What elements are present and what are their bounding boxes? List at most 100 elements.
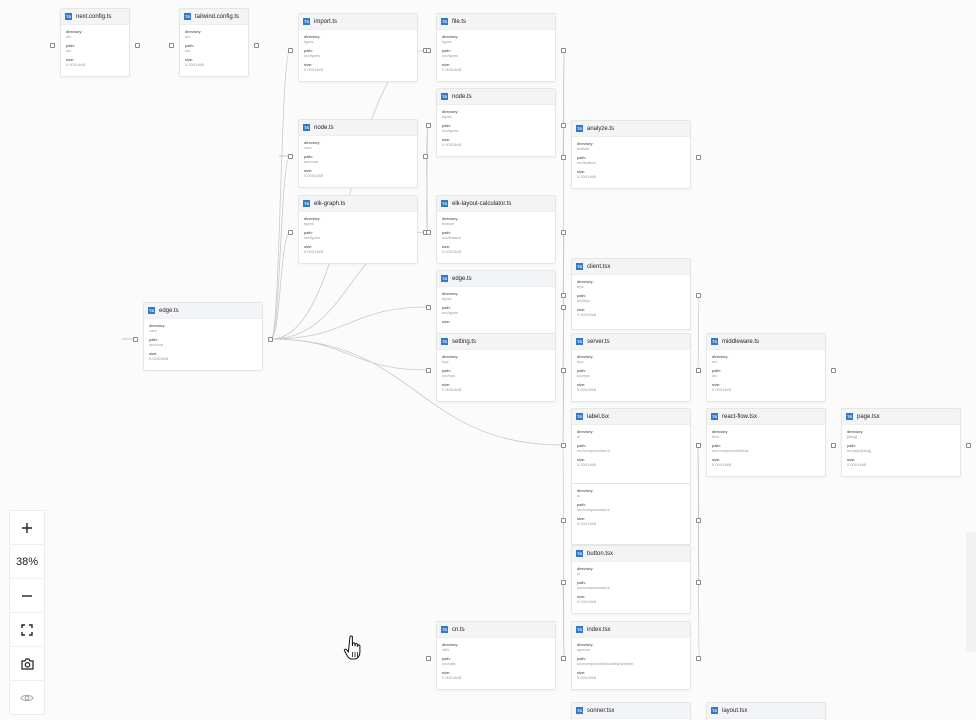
target-handle[interactable] [561,368,566,373]
fit-view-button[interactable] [10,613,44,647]
field-label-path: path: [577,656,586,661]
target-handle[interactable] [561,443,566,448]
visibility-button[interactable] [10,681,44,714]
source-handle[interactable] [135,43,140,48]
field-label-directory: directory: [185,29,202,34]
source-handle[interactable] [561,123,566,128]
target-handle[interactable] [426,48,431,53]
target-handle[interactable] [426,656,431,661]
field-value-size: 0.00014kB [304,249,324,254]
source-handle[interactable] [831,368,836,373]
source-handle[interactable] [254,43,259,48]
field-label-size: size: [304,244,313,249]
field-label-size: size: [304,62,313,67]
field-label-directory: directory: [442,354,459,359]
field-value-directory: src [185,34,191,39]
zoom-out-button[interactable] [10,579,44,613]
source-handle[interactable] [696,293,701,298]
target-handle[interactable] [561,293,566,298]
target-handle[interactable] [561,518,566,523]
source-handle[interactable] [561,230,566,235]
node-title: node.ts [452,93,472,100]
scrollbar[interactable] [966,532,976,652]
field-value-directory: ui [577,493,581,498]
source-handle[interactable] [696,155,701,160]
target-handle[interactable] [288,230,293,235]
zoom-in-button[interactable] [10,511,44,545]
node-title: client.tsx [587,263,611,270]
field-label-size: size: [577,594,586,599]
target-handle[interactable] [561,656,566,661]
field-label-path: path: [442,48,451,53]
typescript-file-icon: TS [711,413,718,420]
target-handle[interactable] [133,337,138,342]
typescript-file-icon: TS [441,18,448,25]
typescript-file-icon: TS [576,125,583,132]
field-label-path: path: [304,154,313,159]
field-value-path: src/core [149,342,164,347]
target-handle[interactable] [426,230,431,235]
target-handle[interactable] [561,155,566,160]
field-label-path: path: [712,443,721,448]
target-handle[interactable] [426,368,431,373]
source-handle[interactable] [423,154,428,159]
target-handle[interactable] [561,580,566,585]
field-value-path: src/trpc [577,373,591,378]
source-handle[interactable] [561,48,566,53]
target-handle[interactable] [426,123,431,128]
field-value-path: src [66,48,72,53]
field-value-directory: src [66,34,72,39]
source-handle[interactable] [966,443,971,448]
target-handle[interactable] [169,43,174,48]
source-handle[interactable] [561,305,566,310]
target-handle[interactable] [696,443,701,448]
source-handle[interactable] [268,337,273,342]
target-handle[interactable] [50,43,55,48]
target-handle[interactable] [426,305,431,310]
target-handle[interactable] [696,368,701,373]
source-handle[interactable] [696,518,701,523]
source-handle[interactable] [696,656,701,661]
target-handle[interactable] [288,154,293,159]
target-handle[interactable] [288,48,293,53]
screenshot-button[interactable] [10,647,44,681]
target-handle[interactable] [831,443,836,448]
source-handle[interactable] [696,580,701,585]
